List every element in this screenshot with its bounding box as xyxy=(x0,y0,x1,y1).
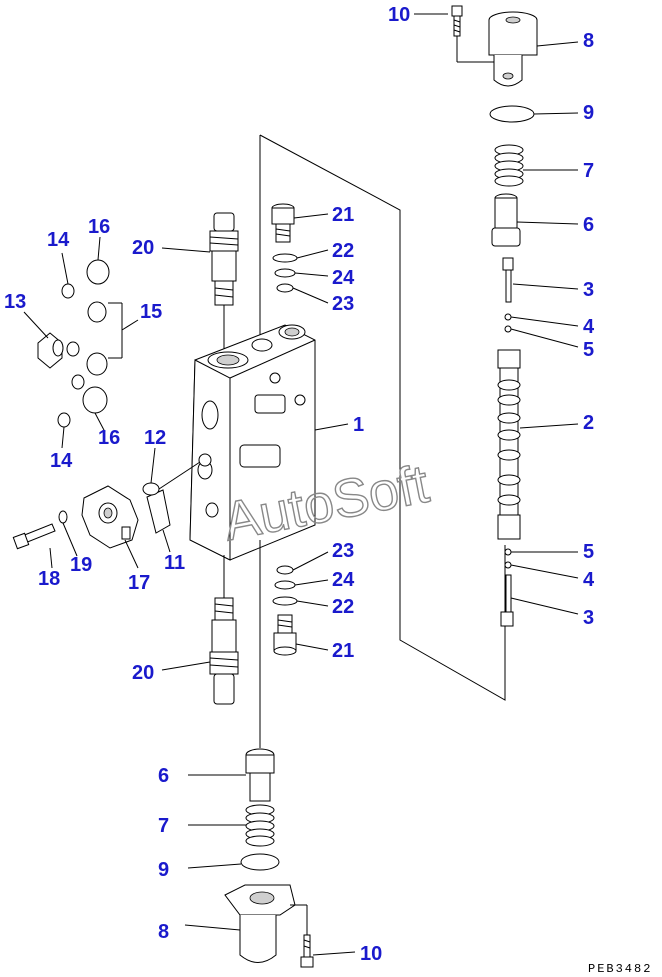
plunger-3-bot xyxy=(500,574,514,627)
callout-6-top: 6 xyxy=(583,214,594,236)
seal-15a xyxy=(87,301,107,323)
callout-10-top: 10 xyxy=(388,4,410,26)
callout-20-top: 20 xyxy=(132,237,154,259)
callout-1: 1 xyxy=(353,414,364,436)
relief-valve-20-top xyxy=(209,212,239,306)
callout-10-bot: 10 xyxy=(360,943,382,965)
spool-2 xyxy=(497,349,521,540)
callout-9-top: 9 xyxy=(583,102,594,124)
o-ring-15c xyxy=(71,374,85,390)
callout-labels: 10 8 9 7 6 3 4 5 2 5 4 3 21 22 24 23 1 2… xyxy=(4,4,595,965)
washer-19 xyxy=(58,510,68,524)
callout-4-bot: 4 xyxy=(583,569,595,591)
o-ring-14-top xyxy=(61,283,75,299)
cap-8-bot xyxy=(224,884,296,963)
callout-11: 11 xyxy=(164,552,185,574)
callout-18: 18 xyxy=(38,568,60,590)
callout-5-bot: 5 xyxy=(583,541,594,563)
callout-5-top: 5 xyxy=(583,339,594,361)
spring-7-bot xyxy=(245,804,275,847)
o-ring-23-top xyxy=(276,283,294,293)
plug-21-bot xyxy=(273,614,297,656)
plug-21-top xyxy=(271,203,295,243)
callout-3-top: 3 xyxy=(583,279,594,301)
callout-16-top: 16 xyxy=(88,216,110,238)
callout-16-bot: 16 xyxy=(98,427,120,449)
o-ring-9-bot xyxy=(240,853,280,871)
ball-4-bot xyxy=(504,561,512,569)
seal-15b xyxy=(86,352,108,376)
callout-13: 13 xyxy=(4,291,26,313)
ball-4-top xyxy=(504,313,512,321)
cap-8-top xyxy=(488,11,538,87)
callout-6-bot: 6 xyxy=(158,765,169,787)
callout-23-bot: 23 xyxy=(332,540,354,562)
o-ring-22-top xyxy=(272,253,298,263)
seal-16-top xyxy=(86,259,110,285)
callout-7-top: 7 xyxy=(583,160,594,182)
callout-2: 2 xyxy=(583,412,594,434)
callout-19: 19 xyxy=(70,554,92,576)
plunger-3-top xyxy=(502,257,514,303)
bolt-18 xyxy=(12,523,56,550)
seat-5-bot xyxy=(504,548,512,556)
spacer-13 xyxy=(37,332,80,369)
o-ring-14-bot xyxy=(57,412,71,428)
callout-15: 15 xyxy=(140,301,162,323)
drawing-code: PEB3482 xyxy=(588,962,652,976)
seat-5-top xyxy=(504,325,512,333)
callout-17: 17 xyxy=(128,572,150,594)
retainer-6-top xyxy=(491,193,521,247)
o-ring-12 xyxy=(142,482,160,496)
callout-21-top: 21 xyxy=(332,204,354,226)
spring-7-top xyxy=(494,144,524,187)
callout-22-top: 22 xyxy=(332,240,354,262)
relief-valve-20-bot xyxy=(209,597,239,705)
callout-7-bot: 7 xyxy=(158,815,169,837)
ring-24-bot xyxy=(274,580,296,590)
callout-8-top: 8 xyxy=(583,30,594,52)
callout-12: 12 xyxy=(144,427,166,449)
callout-4-top: 4 xyxy=(583,316,595,338)
o-ring-9-top xyxy=(489,105,535,123)
callout-20-bot: 20 xyxy=(132,662,154,684)
callout-24-bot: 24 xyxy=(332,569,355,591)
callout-3-bot: 3 xyxy=(583,607,594,629)
assembly-plane-outline xyxy=(259,134,506,701)
callout-23-top: 23 xyxy=(332,293,354,315)
seal-16-bot xyxy=(82,386,108,414)
callout-22-bot: 22 xyxy=(332,596,354,618)
cover-17 xyxy=(81,485,139,549)
bolt-10-bot xyxy=(300,934,314,968)
plate-11 xyxy=(146,489,171,534)
callout-9-bot: 9 xyxy=(158,859,169,881)
callout-14-bot: 14 xyxy=(50,450,73,472)
ring-24-top xyxy=(274,268,296,278)
retainer-6-bot xyxy=(245,748,275,802)
callout-8-bot: 8 xyxy=(158,921,169,943)
callout-leaders xyxy=(23,13,579,956)
bolt-10-top xyxy=(451,5,463,37)
callout-24-top: 24 xyxy=(332,267,355,289)
callout-14-top: 14 xyxy=(47,229,70,251)
callout-21-bot: 21 xyxy=(332,640,354,662)
port xyxy=(198,453,212,467)
leader xyxy=(158,461,201,490)
o-ring-22-bot xyxy=(272,596,298,606)
o-ring-23-bot xyxy=(276,565,294,575)
